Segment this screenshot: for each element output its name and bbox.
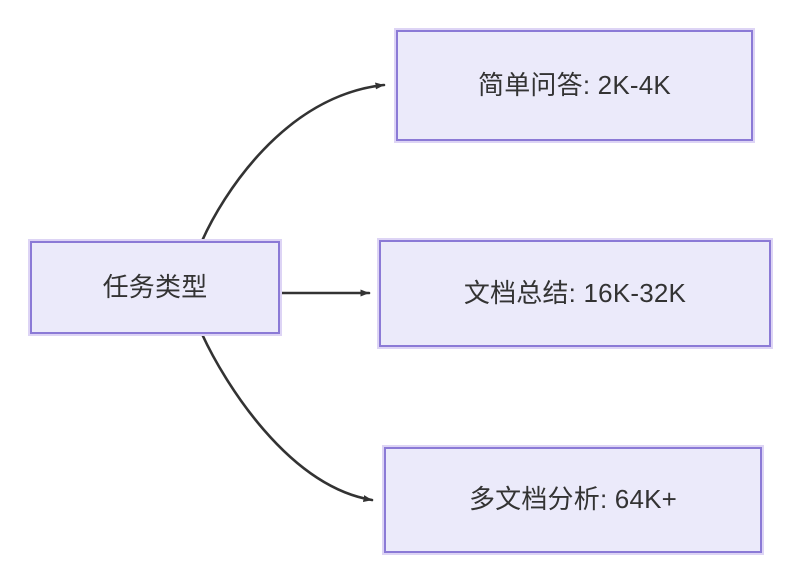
node-multi-doc[interactable]: 多文档分析: 64K+ [382, 445, 764, 555]
node-simple-qa-label: 简单问答: 2K-4K [478, 69, 671, 100]
node-task-type[interactable]: 任务类型 [28, 239, 282, 336]
node-task-type-label: 任务类型 [102, 271, 208, 302]
node-simple-qa[interactable]: 简单问答: 2K-4K [394, 28, 755, 143]
node-doc-summary-label: 文档总结: 16K-32K [463, 277, 687, 308]
edge-root-to-multi-doc [200, 332, 374, 503]
edge-root-to-simple-qa [200, 82, 386, 243]
node-multi-doc-label: 多文档分析: 64K+ [468, 484, 678, 515]
node-doc-summary[interactable]: 文档总结: 16K-32K [377, 238, 773, 349]
